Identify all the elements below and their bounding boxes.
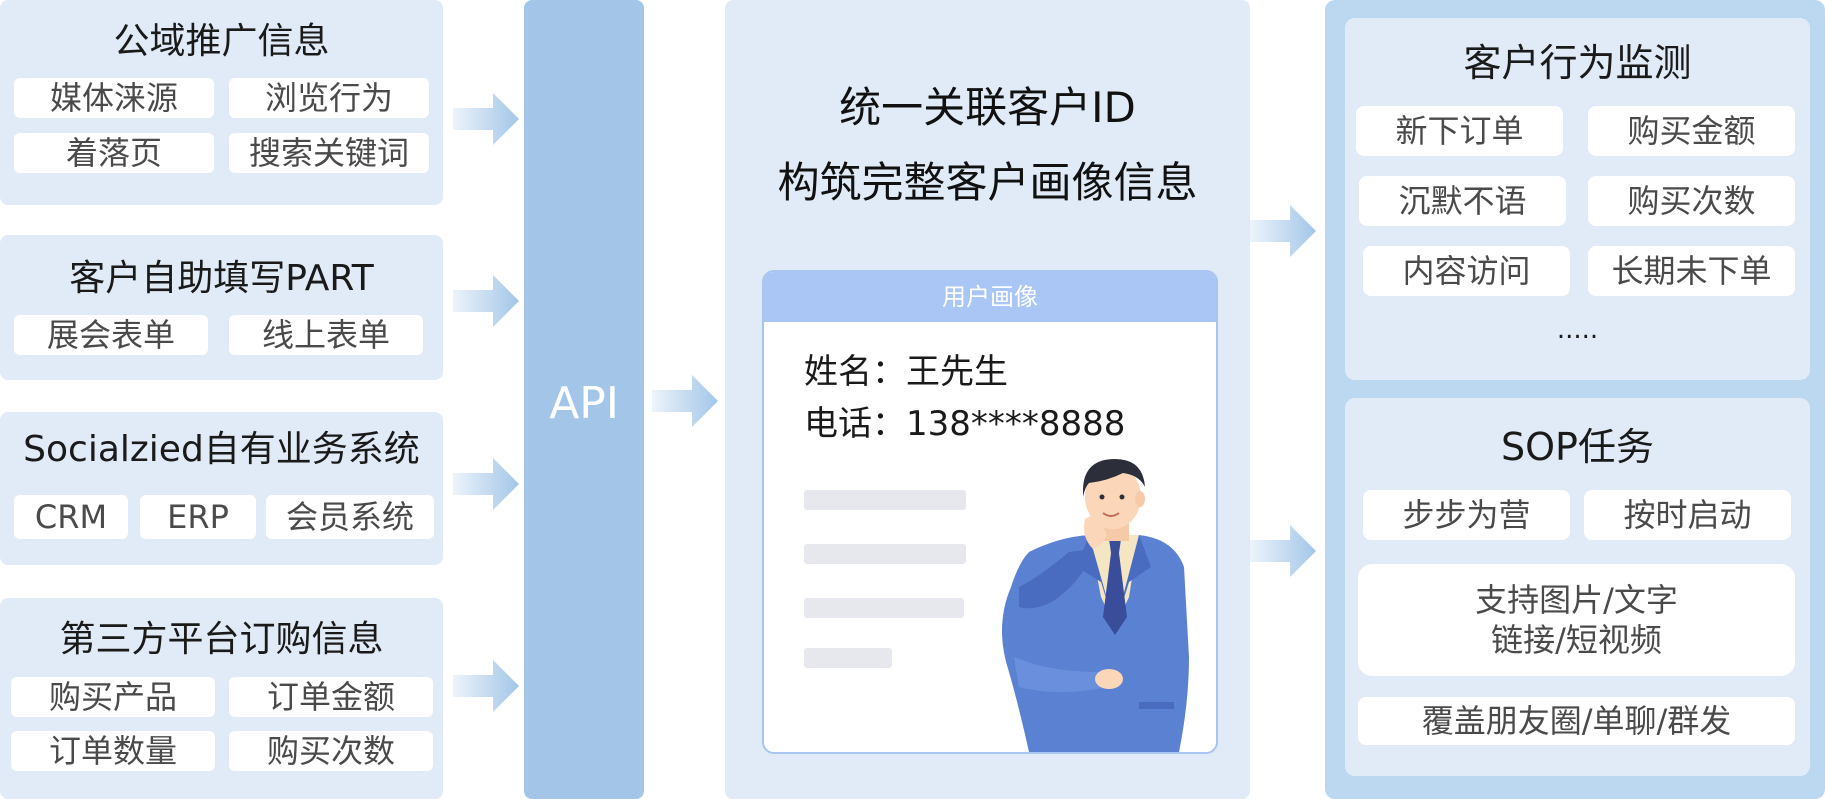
sop-item: 步步为营 (1363, 490, 1570, 540)
placeholder-line (804, 598, 964, 618)
source-item: 展会表单 (14, 315, 208, 355)
source-item: 浏览行为 (229, 78, 429, 118)
source-item: CRM (14, 495, 128, 539)
user-profile-card: 用户画像 姓名：王先生 电话：138****8888 (762, 270, 1218, 754)
behavior-item: 购买金额 (1588, 106, 1795, 156)
profile-phone: 电话：138****8888 (804, 404, 1126, 444)
profile-name: 姓名：王先生 (804, 352, 1008, 392)
flow-arrow-icon (652, 375, 718, 427)
flow-arrow-icon (453, 458, 519, 510)
source-item: 订单金额 (229, 677, 433, 717)
behavior-monitor-title: 客户行为监测 (1463, 41, 1692, 85)
source-group-business-system (0, 412, 443, 565)
behavior-item: 新下订单 (1356, 106, 1563, 156)
businessman-illustration (1001, 459, 1189, 752)
source-item: 媒体涞源 (14, 78, 214, 118)
behavior-item: 购买次数 (1588, 176, 1795, 226)
center-title-line1: 统一关联客户ID (839, 83, 1136, 132)
placeholder-line (804, 490, 966, 510)
source-item: 购买次数 (229, 731, 433, 771)
source-item: 线上表单 (229, 315, 423, 355)
placeholder-line (804, 648, 892, 668)
source-item: 搜索关键词 (229, 133, 429, 173)
api-label: API (549, 378, 619, 429)
source-item: 购买产品 (11, 677, 215, 717)
source-group-title: Socialzied自有业务系统 (23, 429, 420, 470)
source-item: 会员系统 (266, 495, 434, 539)
source-item: 订单数量 (11, 731, 215, 771)
sop-item: 按时启动 (1584, 490, 1791, 540)
sop-support-line2: 链接/短视频 (1491, 621, 1662, 659)
source-group-title: 第三方平台订购信息 (59, 619, 384, 660)
flow-arrow-icon (1250, 205, 1316, 257)
behavior-item: 内容访问 (1363, 246, 1570, 296)
sop-task-title: SOP任务 (1501, 425, 1654, 469)
flow-arrow-icon (453, 660, 519, 712)
sop-support-line1: 支持图片/文字 (1475, 581, 1678, 619)
flow-arrow-icon (1250, 525, 1316, 577)
source-group-title: 公域推广信息 (113, 21, 330, 62)
sop-coverage: 覆盖朋友圈/单聊/群发 (1358, 697, 1795, 745)
behavior-item: 沉默不语 (1359, 176, 1566, 226)
behavior-item: 长期未下单 (1588, 246, 1795, 296)
placeholder-line (804, 544, 966, 564)
api-bar: API (524, 0, 644, 799)
sop-support-box (1358, 564, 1795, 676)
behavior-more-ellipsis: ..... (1556, 315, 1599, 345)
flow-arrow-icon (453, 93, 519, 145)
center-title-line2: 构筑完整客户画像信息 (777, 158, 1198, 207)
profile-card-header: 用户画像 (764, 272, 1216, 322)
source-group-self-service-form (0, 235, 443, 380)
source-item: ERP (140, 495, 256, 539)
source-item: 着落页 (14, 133, 214, 173)
flow-arrow-icon (453, 275, 519, 327)
source-group-title: 客户自助填写PART (69, 258, 374, 299)
